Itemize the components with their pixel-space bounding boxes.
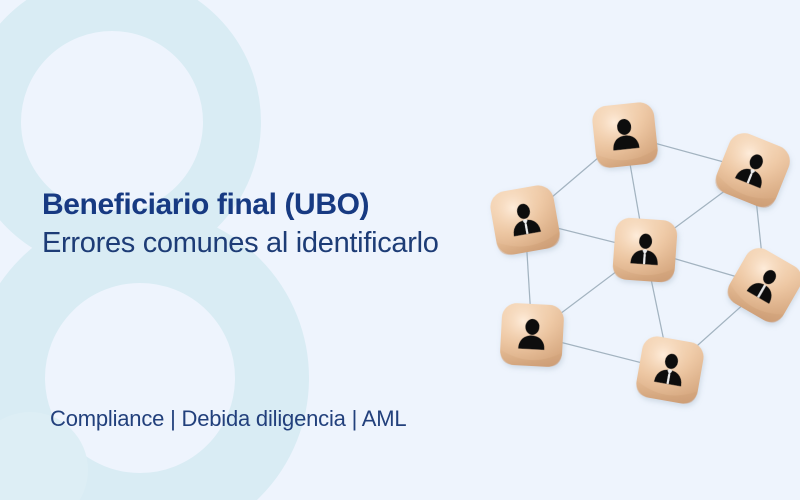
tagline: Compliance | Debida diligencia | AML	[50, 406, 407, 431]
network-node-top	[592, 102, 658, 168]
headline-block: Beneficiario final (UBO) Errores comunes…	[42, 186, 562, 262]
headline-secondary: Errores comunes al identificarlo	[42, 227, 439, 259]
network-node-center	[612, 217, 678, 283]
network-node-left	[490, 185, 560, 255]
network-node-upper-right	[715, 133, 790, 208]
headline-primary: Beneficiario final (UBO)	[42, 188, 370, 221]
ubo-ownership-network	[470, 70, 800, 450]
network-node-lower-left	[500, 303, 564, 367]
network-diagram	[490, 102, 800, 404]
network-node-right	[727, 248, 800, 323]
network-node-bottom	[636, 336, 704, 404]
